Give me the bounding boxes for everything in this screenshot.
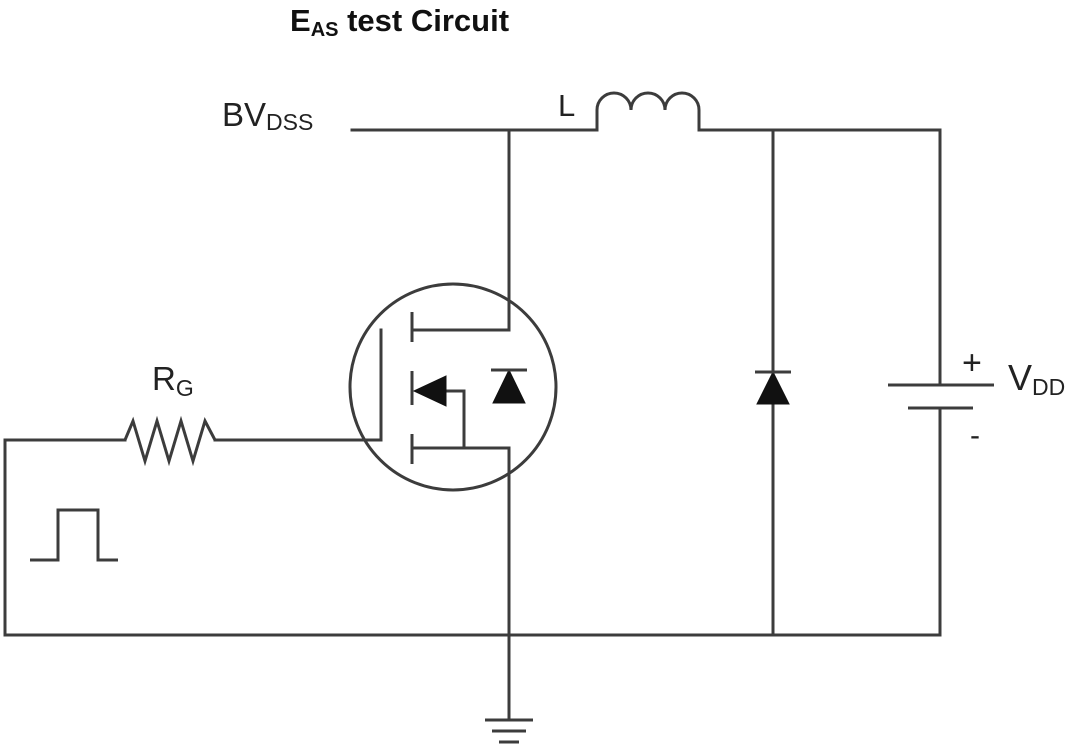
pulse-signal-symbol: [30, 508, 118, 562]
inductor-coil: [595, 91, 701, 130]
mosfet-body-arrow: [412, 375, 447, 407]
vdd-minus-sign: -: [970, 419, 980, 452]
vdd-plus-sign: +: [962, 344, 982, 382]
vdd-label: VDD: [1008, 357, 1065, 400]
mosfet-body-connection: [440, 389, 466, 448]
rg-subscript: G: [176, 375, 194, 401]
freewheel-diode-triangle: [756, 370, 790, 405]
title-subscript: AS: [311, 19, 339, 41]
title-rest: test Circuit: [338, 3, 509, 38]
gate-resistor-zigzag: [123, 415, 217, 467]
mosfet-envelope-circle: [348, 282, 558, 492]
vdd-subscript: DD: [1032, 374, 1065, 400]
inductor-label: L: [558, 88, 575, 123]
gate-wire: [213, 328, 383, 442]
bvdss-subscript: DSS: [266, 109, 313, 135]
rg-label: RG: [152, 360, 194, 401]
title-main: E: [290, 3, 311, 38]
body-diode-triangle: [492, 368, 526, 404]
bvdss-main: BV: [222, 96, 266, 133]
vdd-main: V: [1008, 357, 1032, 398]
bvdss-label: BVDSS: [222, 96, 313, 135]
rg-main: R: [152, 360, 176, 397]
diagram-title: EAS test Circuit: [290, 3, 509, 41]
